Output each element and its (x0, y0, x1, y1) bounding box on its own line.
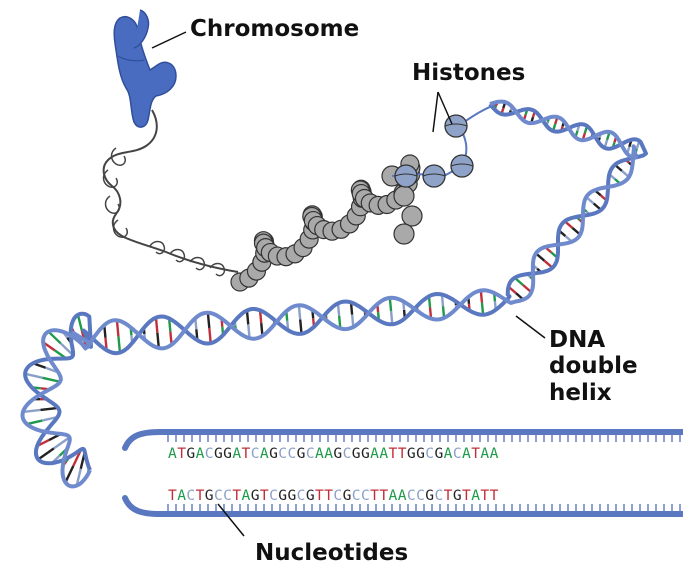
dna-double-helix (20, 99, 648, 489)
histones-pointer (432, 91, 453, 133)
sequence-bottom: TACTGCCTAGTCGGCGTTCGCCTTAACCGCTGTATT (168, 487, 499, 504)
chromosome-pointer (151, 31, 187, 49)
nucleotide-ticks (167, 432, 681, 514)
chromosome-label: Chromosome (190, 16, 360, 42)
dna-label-line-3: helix (549, 379, 612, 406)
nucleotides-pointer (217, 503, 245, 537)
dna-straight-strands (122, 429, 683, 517)
dna-pointer (515, 315, 546, 339)
dna-double-helix-label: DNA double helix (549, 327, 638, 406)
nucleotides-label: Nucleotides (255, 540, 409, 566)
sequence-top: ATGACGGATCAGCCGCAAGCGGAATTGGCGACATAA (168, 445, 499, 462)
chromosome-icon (113, 9, 177, 128)
histone-beads (391, 103, 499, 188)
histones-label: Histones (412, 60, 526, 86)
dna-label-line-1: DNA (549, 327, 606, 353)
dna-base-pairs (22, 101, 641, 486)
dna-label-line-2: double (549, 353, 638, 380)
chromatin-fiber (102, 109, 239, 277)
